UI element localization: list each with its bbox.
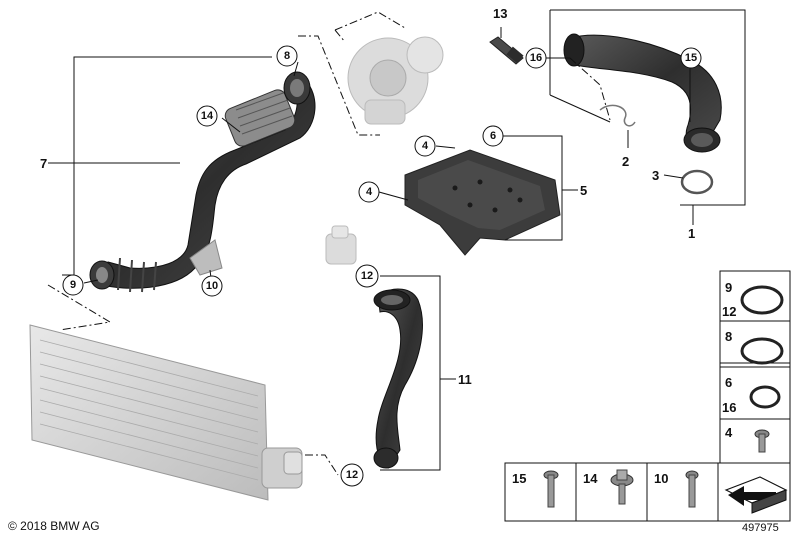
- screw-icon: [754, 429, 770, 453]
- sensor-part: [489, 36, 524, 65]
- callout-8: 8: [276, 45, 298, 67]
- label-11: 11: [458, 372, 472, 387]
- label-5: 5: [580, 183, 587, 198]
- callout-4-lower: 4: [358, 181, 380, 203]
- legend-label-4: 4: [725, 425, 733, 440]
- charge-air-hose-part: [325, 225, 423, 469]
- svg-text:15: 15: [685, 52, 697, 64]
- svg-text:6: 6: [490, 130, 496, 142]
- hose-clamp-part: [680, 169, 714, 195]
- turbocharger-part: [347, 36, 444, 125]
- label-1: 1: [688, 226, 695, 241]
- callout-6: 6: [482, 125, 504, 147]
- charge-air-tube-part: [89, 71, 316, 293]
- leader-lines: [48, 9, 746, 471]
- callout-10: 10: [201, 275, 223, 297]
- label-13: 13: [493, 6, 507, 21]
- svg-text:9: 9: [70, 279, 76, 291]
- callout-12-upper: 12: [355, 264, 379, 288]
- svg-text:14: 14: [201, 110, 214, 122]
- svg-text:4: 4: [366, 186, 373, 198]
- legend-label-9: 9: [725, 280, 732, 295]
- o-ring-icon: [749, 385, 781, 409]
- label-7: 7: [40, 156, 47, 171]
- legend-label-10: 10: [654, 471, 668, 486]
- svg-text:12: 12: [361, 270, 373, 282]
- legend-label-16: 16: [722, 400, 736, 415]
- svg-text:4: 4: [422, 140, 429, 152]
- flange-nut-icon: [610, 469, 634, 505]
- svg-text:10: 10: [206, 280, 218, 292]
- callout-14: 14: [196, 105, 218, 127]
- label-2: 2: [622, 154, 629, 169]
- o-ring-icon: [740, 285, 784, 315]
- bolt-icon: [543, 470, 559, 508]
- heat-shield-part: [404, 149, 561, 256]
- o-ring-icon: [740, 337, 784, 365]
- legend-label-14: 14: [583, 471, 598, 486]
- callout-16: 16: [525, 47, 547, 69]
- arrow-symbol-icon: [722, 467, 788, 517]
- legend-bottom-row: 15 14 10: [504, 462, 791, 522]
- legend-label-15: 15: [512, 471, 526, 486]
- svg-text:16: 16: [530, 52, 542, 64]
- callout-4-upper: 4: [414, 135, 436, 157]
- callout-15: 15: [680, 47, 702, 69]
- bolt-icon: [685, 470, 699, 508]
- wire-part: [599, 104, 636, 127]
- label-3: 3: [652, 168, 659, 183]
- callout-9: 9: [62, 274, 84, 296]
- legend-label-6: 6: [725, 375, 732, 390]
- assembly-lines: [47, 11, 611, 476]
- legend-label-12: 12: [722, 304, 736, 319]
- legend-panel: 9 12 8 6 16 4: [719, 270, 791, 464]
- callout-12-lower: 12: [340, 463, 364, 487]
- copyright-text: © 2018 BMW AG: [8, 519, 100, 533]
- intercooler-part: [29, 324, 303, 501]
- svg-text:8: 8: [284, 50, 290, 62]
- legend-label-8: 8: [725, 329, 732, 344]
- svg-text:12: 12: [346, 469, 358, 481]
- diagram-number: 497975: [742, 522, 779, 534]
